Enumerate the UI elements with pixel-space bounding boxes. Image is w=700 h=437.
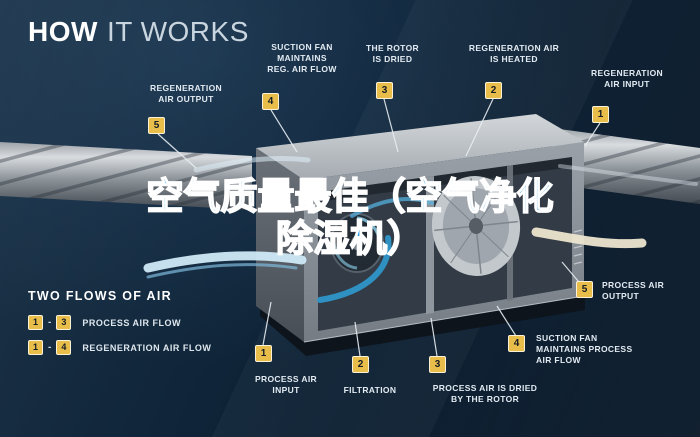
right-duct <box>552 128 700 204</box>
callout-badge-rotor-is-dried: 3 <box>376 82 393 99</box>
callout-badge-filtration: 2 <box>352 356 369 373</box>
legend-label-process-air-flow: PROCESS AIR FLOW <box>82 317 182 328</box>
legend-label-regeneration-air-flow: REGENERATION AIR FLOW <box>82 342 212 353</box>
left-duct <box>0 142 252 210</box>
callout-label-suction-fan-reg: SUCTION FAN MAINTAINS REG. AIR FLOW <box>267 42 337 75</box>
callout-connector-lines <box>157 98 601 357</box>
legend-dash-process: - <box>48 317 52 328</box>
callout-badge-process-air-input: 1 <box>255 345 272 362</box>
callout-label-process-air-input: PROCESS AIR INPUT <box>254 374 318 396</box>
desiccant-rotor <box>431 176 521 276</box>
legend-badge-regeneration-end: 4 <box>56 340 72 355</box>
airflow-ribbons <box>143 155 698 303</box>
machine-top-face <box>256 114 584 180</box>
legend-dash-regeneration: - <box>48 342 52 353</box>
title-how: HOW <box>28 16 98 47</box>
callout-label-regeneration-air-heated: REGENERATION AIR IS HEATED <box>468 43 560 65</box>
callout-badge-regeneration-air-output: 5 <box>148 117 165 134</box>
legend-badge-process-start: 1 <box>28 315 43 330</box>
legend-heading: TWO FLOWS OF AIR <box>28 289 172 303</box>
legend-badge-process-end: 3 <box>56 315 72 330</box>
chinese-overlay-text: 空气质量最佳（空气净化 除湿机） <box>60 175 640 261</box>
title-it-works: IT WORKS <box>106 16 249 47</box>
legend-badge-regeneration-start: 1 <box>28 340 43 355</box>
callout-badge-process-air-output: 5 <box>576 281 593 298</box>
callout-badge-process-air-dried: 3 <box>429 356 446 373</box>
legend-row-regeneration-air-flow: 1 - 4 REGENERATION AIR FLOW <box>28 340 211 355</box>
callout-badge-regeneration-air-heated: 2 <box>485 82 502 99</box>
machine-body <box>256 114 585 356</box>
callout-badge-suction-fan-reg: 4 <box>262 93 279 110</box>
callout-label-filtration: FILTRATION <box>343 385 397 395</box>
chinese-overlay-line2: 除湿机） <box>275 217 425 261</box>
interior-wall <box>426 176 434 314</box>
callout-badge-regeneration-air-input: 1 <box>592 106 609 123</box>
callout-label-process-air-output: PROCESS AIR OUTPUT <box>602 280 665 302</box>
chinese-overlay-line1: 空气质量最佳（空气净化 <box>146 175 555 219</box>
callout-label-process-air-dried: PROCESS AIR IS DRIED BY THE ROTOR <box>432 383 538 405</box>
callout-badge-suction-fan-process: 4 <box>508 335 525 352</box>
callout-label-regeneration-air-input: REGENERATION AIR INPUT <box>590 68 664 90</box>
callout-label-rotor-is-dried: THE ROTOR IS DRIED <box>365 43 420 65</box>
machine-left-face <box>256 148 304 342</box>
callout-label-regeneration-air-output: REGENERATION AIR OUTPUT <box>149 83 223 105</box>
legend: TWO FLOWS OF AIR 1 - 3 PROCESS AIR FLOW … <box>28 289 211 365</box>
legend-row-process-air-flow: 1 - 3 PROCESS AIR FLOW <box>28 315 211 330</box>
callout-label-suction-fan-process: SUCTION FAN MAINTAINS PROCESS AIR FLOW <box>536 333 633 366</box>
page-title: HOW IT WORKS <box>28 16 249 48</box>
